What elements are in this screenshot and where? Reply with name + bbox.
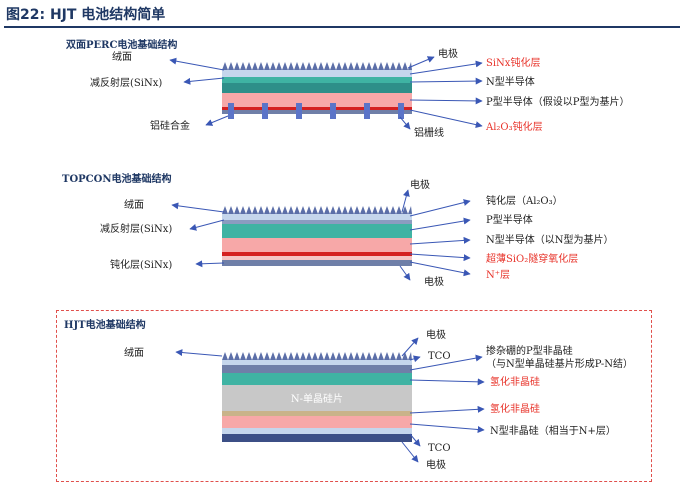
hjt-label-n-amorphous: N型非晶硅（相当于N+层） xyxy=(490,424,616,437)
perc-left-labels: 绒面 减反射层(SiNx) 铝硅合金 xyxy=(90,50,190,132)
hjt-layer-lightblue-bottom xyxy=(222,428,412,434)
topcon-layer-slate-bottom xyxy=(222,260,412,266)
topcon-right-arrows xyxy=(399,189,471,281)
perc-label-texture: 绒面 xyxy=(112,50,132,63)
topcon-label-electrode-bottom: 电极 xyxy=(424,275,444,288)
hjt-label-silicon: N-单晶硅片 xyxy=(291,392,343,405)
hjt-left-labels: 绒面 xyxy=(124,346,144,359)
perc-stack xyxy=(222,62,412,119)
topcon-label-sio2: 超薄SiO₂隧穿氧化层 xyxy=(486,252,578,265)
hjt-layer-pink xyxy=(222,416,412,428)
hjt-label-pn-note: （与N型单晶硅基片形成P-N结） xyxy=(486,357,633,370)
hjt-layer-silicon xyxy=(222,385,412,411)
perc-layer-teal xyxy=(222,77,412,83)
perc-layer-lightblue xyxy=(222,70,412,77)
hjt-label-hydro-top: 氢化非晶硅 xyxy=(490,375,540,388)
topcon-left-labels: 绒面 减反射层(SiNx) 钝化层(SiNx) xyxy=(100,198,172,271)
hjt-texture xyxy=(222,352,412,360)
topcon-layer-teal xyxy=(222,224,412,238)
hjt-section-title: HJT电池基础结构 xyxy=(64,320,146,331)
perc-left-arrows xyxy=(169,57,229,126)
hjt-label-texture: 绒面 xyxy=(124,346,144,359)
perc-texture xyxy=(222,62,412,70)
topcon-label-p-type: P型半导体 xyxy=(486,213,533,226)
perc-layer-pink xyxy=(222,93,412,107)
topcon-layer-lightblue xyxy=(222,214,412,220)
perc-label-sinx: SiNx钝化层 xyxy=(486,56,540,69)
topcon-layer-pink xyxy=(222,238,412,252)
perc-label-alsi: 铝硅合金 xyxy=(150,119,190,132)
hjt-right-arrows xyxy=(401,337,485,463)
hjt-label-electrode-bottom: 电极 xyxy=(426,458,446,471)
hjt-label-tco-top: TCO xyxy=(428,351,451,362)
hjt-stack: N-单晶硅片 xyxy=(222,352,412,442)
perc-layer-red xyxy=(222,107,412,110)
hjt-layer-lightblue xyxy=(222,360,412,365)
topcon-layer-red xyxy=(222,252,412,256)
perc-label-p-type: P型半导体（假设以P型为基片） xyxy=(486,95,629,108)
topcon-stack xyxy=(222,206,412,266)
perc-section-title: 双面PERC电池基础结构 xyxy=(66,40,178,51)
hjt-layer-slate-bottom xyxy=(222,434,412,442)
perc-right-labels: 电极 SiNx钝化层 N型半导体 P型半导体（假设以P型为基片） Al₂O₃钝化… xyxy=(414,47,629,139)
topcon-layer-slate-top xyxy=(222,220,412,224)
perc-label-n-type: N型半导体 xyxy=(486,75,535,88)
hjt-layer-tan xyxy=(222,411,412,416)
perc-al-fingers xyxy=(228,103,404,119)
hjt-layer-teal xyxy=(222,373,412,385)
perc-label-al2o3: Al₂O₃钝化层 xyxy=(485,120,543,133)
topcon-section-title: TOPCON电池基础结构 xyxy=(62,174,172,185)
topcon-label-al2o3: 钝化层（Al₂O₃） xyxy=(486,194,563,207)
perc-label-arc: 减反射层(SiNx) xyxy=(90,77,162,89)
topcon-label-nplus: N⁺层 xyxy=(486,269,510,281)
perc-right-arrows xyxy=(399,56,483,130)
hjt-label-tco-bottom: TCO xyxy=(428,443,451,454)
topcon-label-arc: 减反射层(SiNx) xyxy=(100,223,172,235)
hjt-label-boron-p: 掺杂硼的P型非晶硅 xyxy=(486,344,573,357)
perc-label-electrode: 电极 xyxy=(438,47,458,60)
topcon-right-labels: 电极 钝化层（Al₂O₃） P型半导体 N型半导体（以N型为基片） 超薄SiO₂… xyxy=(410,178,614,288)
topcon-texture xyxy=(222,206,412,214)
hjt-right-labels: 电极 TCO 掺杂硼的P型非晶硅 （与N型单晶硅基片形成P-N结） 氢化非晶硅 … xyxy=(426,328,633,471)
topcon-label-passivation: 钝化层(SiNx) xyxy=(110,258,172,271)
topcon-label-texture: 绒面 xyxy=(124,198,144,211)
topcon-layer-lightpink xyxy=(222,256,412,260)
structure-diagram: 绒面 减反射层(SiNx) 铝硅合金 电极 SiNx钝化层 N型半导体 P型半导… xyxy=(90,47,633,471)
figure-title: 图22: HJT 电池结构简单 xyxy=(6,7,166,23)
hjt-layer-slate-top xyxy=(222,365,412,373)
topcon-left-arrows xyxy=(171,202,225,268)
hjt-label-hydro-bottom: 氢化非晶硅 xyxy=(490,402,540,415)
topcon-label-n-type: N型半导体（以N型为基片） xyxy=(486,233,614,246)
perc-layer-darkteal xyxy=(222,83,412,93)
hjt-left-arrows xyxy=(175,349,223,357)
title-rule xyxy=(4,26,680,28)
perc-layer-slate xyxy=(222,110,412,114)
perc-label-al-grid: 铝栅线 xyxy=(414,126,444,139)
topcon-label-electrode-top: 电极 xyxy=(410,178,430,191)
hjt-label-electrode-top: 电极 xyxy=(426,328,446,341)
